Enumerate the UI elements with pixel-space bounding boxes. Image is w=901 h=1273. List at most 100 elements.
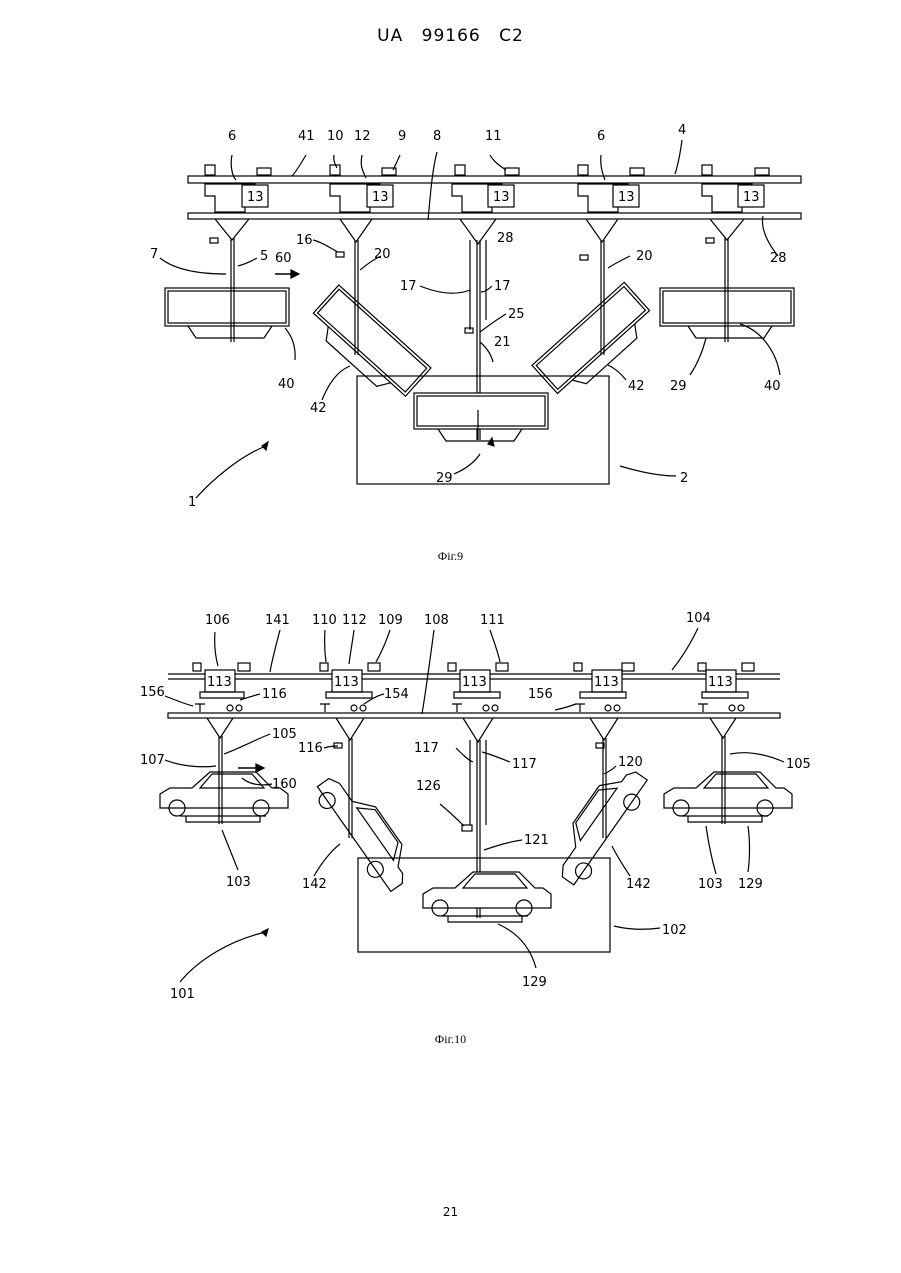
label-17b: 17 [494, 279, 511, 294]
station-label: 113 [334, 675, 359, 690]
upper-rail [188, 176, 801, 183]
carriage-3: 13 [452, 165, 519, 212]
lower-rail [168, 713, 780, 718]
figure-10-caption: Фіг.10 [0, 1032, 901, 1047]
carrier-left [165, 288, 289, 338]
label-42b: 42 [628, 379, 645, 394]
car-body-tilted-left [311, 766, 420, 896]
label-129b: 129 [738, 877, 763, 892]
figure-10: 113 113 113 113 113 [0, 600, 901, 1000]
label-6b: 6 [597, 129, 605, 144]
station-label: 13 [618, 190, 635, 205]
station-label: 13 [372, 190, 389, 205]
car-body-tilted-right [544, 759, 653, 889]
label-111: 111 [480, 613, 505, 628]
label-42: 42 [310, 401, 327, 416]
label-8: 8 [433, 129, 441, 144]
carrier-center [414, 393, 548, 441]
label-9: 9 [398, 129, 406, 144]
label-16: 16 [296, 233, 313, 248]
label-121: 121 [524, 833, 549, 848]
label-126: 126 [416, 779, 441, 794]
label-1: 1 [188, 495, 196, 510]
label-117b: 117 [512, 757, 537, 772]
carrier-tilted-left [305, 285, 431, 405]
label-156b: 156 [528, 687, 553, 702]
label-129: 129 [522, 975, 547, 990]
label-103: 103 [226, 875, 251, 890]
carriage-3: 113 [448, 663, 508, 698]
label-103b: 103 [698, 877, 723, 892]
figure-9: 13 13 13 13 13 [0, 110, 901, 510]
label-17: 17 [400, 279, 417, 294]
document-kind: C2 [499, 26, 524, 46]
station-label: 113 [708, 675, 733, 690]
label-154: 154 [384, 687, 409, 702]
label-6: 6 [228, 129, 236, 144]
label-11: 11 [485, 129, 502, 144]
label-12: 12 [354, 129, 371, 144]
station-label: 13 [247, 190, 264, 205]
label-106: 106 [205, 613, 230, 628]
label-4: 4 [678, 123, 686, 138]
label-112: 112 [342, 613, 367, 628]
carrier-right [660, 288, 794, 338]
carriage-5: 13 [702, 165, 769, 212]
carriage-5: 113 [698, 663, 754, 698]
label-141: 141 [265, 613, 290, 628]
figure-9-caption: Фіг.9 [0, 549, 901, 564]
label-105b: 105 [786, 757, 811, 772]
label-110: 110 [312, 613, 337, 628]
label-21: 21 [494, 335, 511, 350]
carriage-2: 113 [320, 663, 380, 698]
label-101: 101 [170, 987, 195, 1000]
carriage-1: 113 [193, 663, 250, 698]
label-40b: 40 [764, 379, 781, 394]
station-label: 113 [594, 675, 619, 690]
treatment-tank [357, 376, 609, 484]
label-156: 156 [140, 685, 165, 700]
car-body-left [160, 772, 288, 822]
page-number: 21 [0, 1205, 901, 1219]
figure-9-drawing: 13 13 13 13 13 [0, 110, 901, 510]
label-20b: 20 [636, 249, 653, 264]
label-10: 10 [327, 129, 344, 144]
label-40: 40 [278, 377, 295, 392]
label-20: 20 [374, 247, 391, 262]
label-117: 117 [414, 741, 439, 756]
patent-header: UA 99166 C2 [0, 26, 901, 46]
hanger-2 [334, 718, 364, 838]
station-label: 13 [743, 190, 760, 205]
figure-10-drawing: 113 113 113 113 113 [0, 600, 901, 1000]
label-109: 109 [378, 613, 403, 628]
lower-rail [188, 213, 801, 219]
label-7: 7 [150, 247, 158, 262]
patent-number: 99166 [422, 26, 481, 46]
station-label: 113 [207, 675, 232, 690]
station-label: 13 [493, 190, 510, 205]
carriage-1: 13 [205, 165, 271, 212]
label-28: 28 [497, 231, 514, 246]
label-28b: 28 [770, 251, 787, 266]
car-body-right [664, 772, 792, 822]
label-2: 2 [680, 471, 688, 486]
label-5: 5 [260, 249, 268, 264]
label-60: 60 [275, 251, 292, 266]
label-25: 25 [508, 307, 525, 322]
label-116: 116 [262, 687, 287, 702]
station-label: 113 [462, 675, 487, 690]
label-102: 102 [662, 923, 687, 938]
carriage-4: 13 [578, 165, 644, 212]
label-104: 104 [686, 611, 711, 626]
label-160: 160 [272, 777, 297, 792]
label-41: 41 [298, 129, 315, 144]
label-116b: 116 [298, 741, 323, 756]
hanger-4 [580, 219, 618, 355]
label-108: 108 [424, 613, 449, 628]
label-107: 107 [140, 753, 165, 768]
label-142b: 142 [626, 877, 651, 892]
country-code: UA [377, 26, 403, 46]
label-105: 105 [272, 727, 297, 742]
label-120: 120 [618, 755, 643, 770]
label-142: 142 [302, 877, 327, 892]
